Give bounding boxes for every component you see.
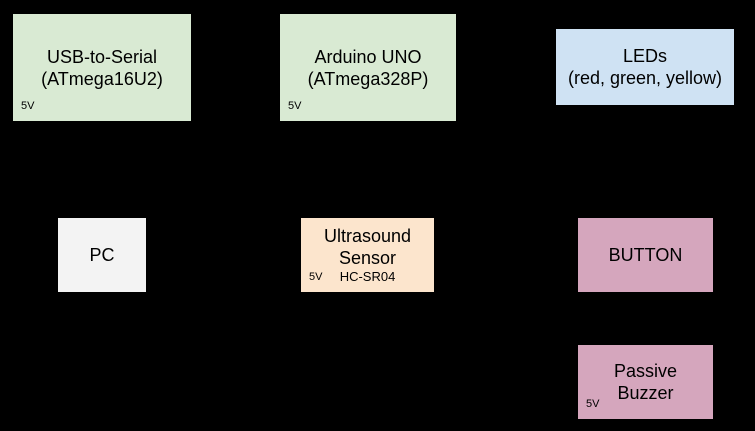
block-label: Arduino UNO (ATmega328P) xyxy=(308,46,429,90)
block-label-line: Arduino UNO xyxy=(314,46,422,67)
block-label-line: USB-to-Serial xyxy=(46,46,158,67)
voltage-label: 5V xyxy=(288,100,302,112)
block-label: Passive Buzzer xyxy=(614,360,677,404)
voltage-label: 5V xyxy=(309,271,323,283)
block-pc: PC xyxy=(58,218,146,292)
block-ultrasound-sensor: Ultrasound Sensor HC-SR04 5V xyxy=(301,218,434,292)
block-label-line: BUTTON xyxy=(608,245,683,265)
block-usb-to-serial: USB-to-Serial (ATmega16U2) 5V xyxy=(13,14,191,121)
block-label-line: Passive xyxy=(613,361,678,381)
block-arduino-uno: Arduino UNO (ATmega328P) 5V xyxy=(280,14,456,121)
block-label-line: (ATmega328P) xyxy=(307,68,429,89)
block-label-line: Buzzer xyxy=(617,383,674,403)
block-label: LEDs (red, green, yellow) xyxy=(568,45,722,89)
block-label-line: (ATmega16U2) xyxy=(41,68,163,89)
block-label-line: Sensor xyxy=(338,248,397,268)
voltage-label: 5V xyxy=(21,100,35,112)
block-label-line: Ultrasound xyxy=(323,226,412,246)
block-label: Ultrasound Sensor xyxy=(324,225,411,269)
block-label: USB-to-Serial (ATmega16U2) xyxy=(41,46,163,90)
block-button: BUTTON xyxy=(578,218,713,292)
block-label: BUTTON xyxy=(609,244,683,266)
block-label-line: (red, green, yellow) xyxy=(567,68,723,88)
voltage-label: 5V xyxy=(586,398,600,410)
block-label-line: LEDs xyxy=(622,46,667,66)
block-leds: LEDs (red, green, yellow) xyxy=(556,29,734,105)
block-passive-buzzer: Passive Buzzer 5V xyxy=(578,345,713,419)
block-label: PC xyxy=(89,244,114,266)
block-sublabel: HC-SR04 xyxy=(339,269,396,284)
block-label-line: PC xyxy=(89,245,115,265)
